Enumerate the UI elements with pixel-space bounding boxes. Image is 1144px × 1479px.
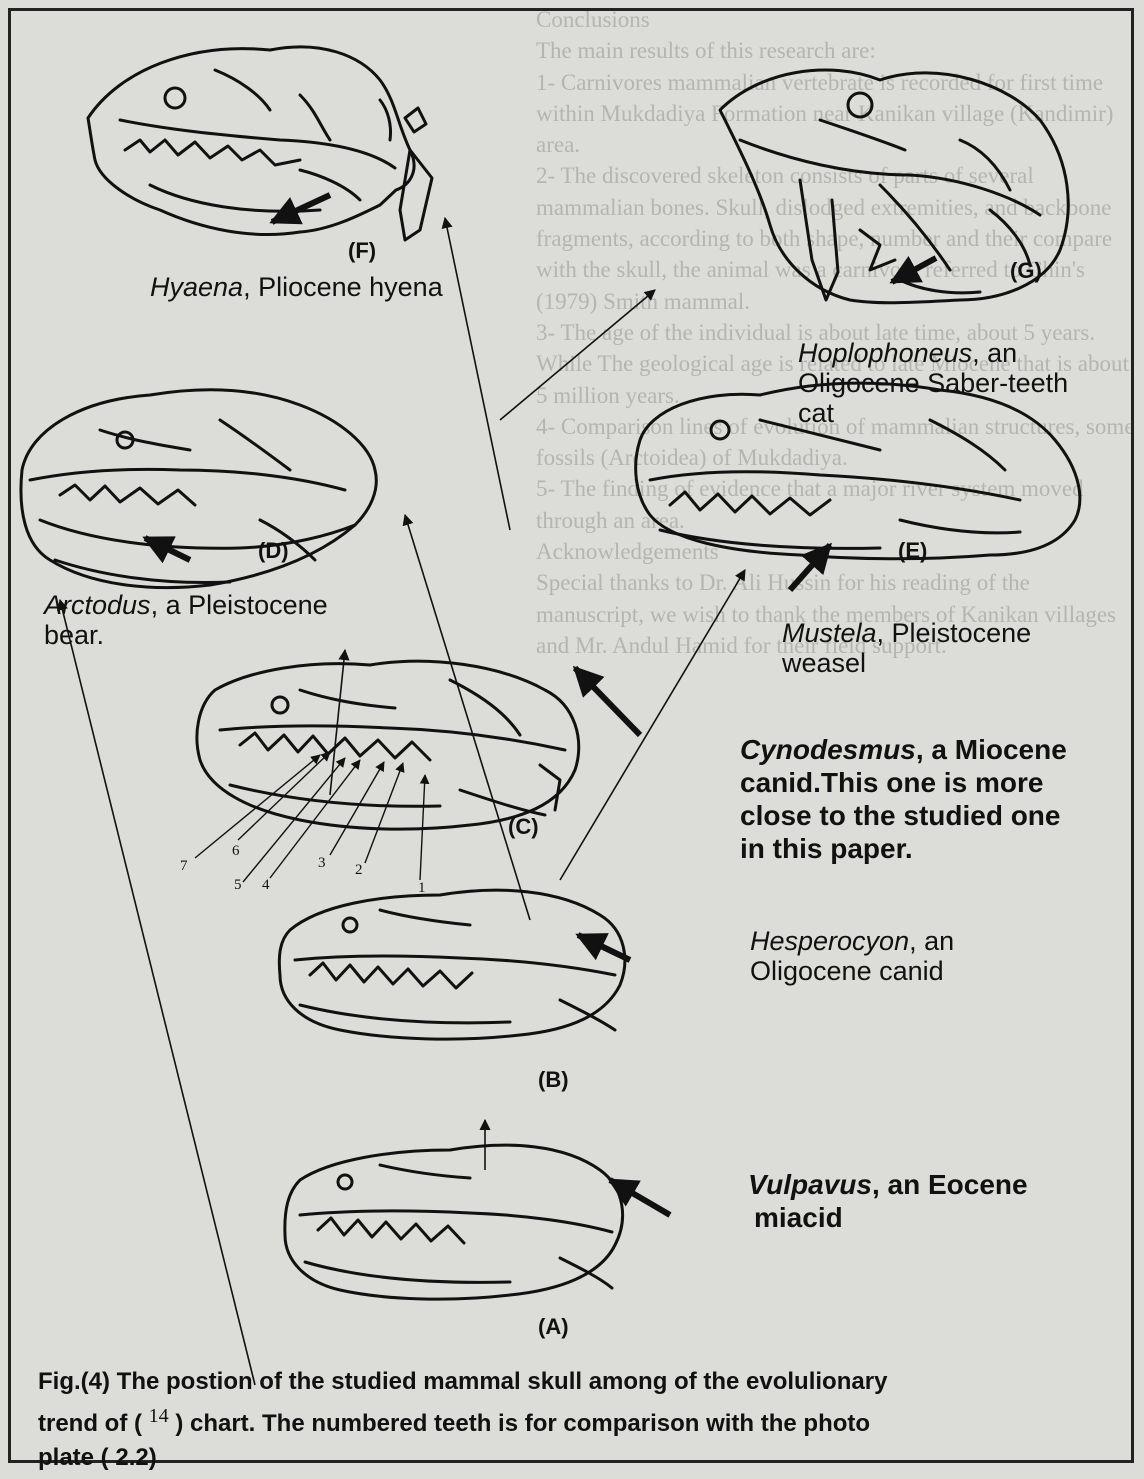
label-rest: , Pleistocene [877,618,1032,648]
label-hesperocyon: Hesperocyon, an Oligocene canid [750,926,954,986]
trend-line-a-to-d [60,600,255,1385]
label-rest: , a Miocene [916,734,1067,765]
tooth-number: 3 [318,855,326,872]
label-rest: , Pliocene hyena [243,272,443,302]
label-line: in this paper. [740,832,1067,865]
label-line: Oligocene Saber-teeth [798,368,1068,398]
label-rest: , an [972,338,1017,368]
label-hoplophoneus: Hoplophoneus, an Oligocene Saber-teeth c… [798,338,1068,428]
genus-name: Hesperocyon [750,926,909,956]
tooth-number: 5 [234,877,242,894]
trend-line-d-to-f [445,218,510,530]
label-line: miacid [748,1201,1028,1234]
caption-line: trend of ( 14 ) chart. The numbered teet… [38,1399,1128,1441]
label-cynodesmus: Cynodesmus, a Miocene canid.This one is … [740,733,1067,865]
label-hyaena: Hyaena, Pliocene hyena [150,272,443,302]
tooth-pointer-lines [195,752,425,882]
letter-c: (C) [508,814,539,840]
genus-name: Hyaena [150,272,243,302]
tooth-number: 2 [355,862,363,879]
tooth-number: 1 [418,880,426,897]
pointer-arrow-c [575,668,640,735]
trend-line-b-to-e [560,570,745,880]
tooth-line-4 [270,760,360,878]
skull-vulpavus-a [285,1145,623,1299]
tooth-line-3 [330,762,384,855]
tooth-line-2 [365,763,403,863]
skull-hesperocyon-b [279,890,625,1039]
label-line: weasel [782,648,1031,678]
caption-line: plate ( 2.2) [38,1441,1128,1475]
genus-name: Vulpavus [748,1169,872,1200]
caption-reference: 14 [149,1405,169,1427]
letter-g: (G) [1010,258,1042,284]
label-vulpavus: Vulpavus, an Eocene miacid [748,1168,1028,1234]
tooth-number: 6 [232,843,240,860]
label-line: Oligocene canid [750,956,954,986]
label-rest: , an [909,926,954,956]
label-line: canid.This one is more [740,766,1067,799]
skull-hyaena-f [88,47,432,240]
pointer-arrow-e [790,545,830,590]
caption-line: Fig.(4) The postion of the studied mamma… [38,1365,1128,1399]
label-line: cat [798,398,1068,428]
label-arctodus: Arctodus, a Pleistocene bear. [44,590,328,650]
genus-name: Arctodus [44,590,151,620]
tooth-line-7 [195,755,320,858]
genus-name: Mustela [782,618,877,648]
caption-text: ) chart. The numbered teeth is for compa… [169,1410,870,1437]
pointer-arrow-g [892,258,936,282]
figure-caption: Fig.(4) The postion of the studied mamma… [38,1365,1128,1475]
letter-a: (A) [538,1314,569,1340]
caption-text: trend of ( [38,1410,149,1437]
label-line: close to the studied one [740,799,1067,832]
tooth-line-6 [238,752,330,840]
letter-d: (D) [258,538,289,564]
trend-line-b-to-d [405,515,530,920]
letter-f: (F) [348,238,376,264]
pointer-arrow-d [145,538,190,560]
pointer-arrow-f [272,195,330,222]
genus-name: Hoplophoneus [798,338,972,368]
genus-name: Cynodesmus [740,734,916,765]
tooth-number: 4 [262,877,270,894]
trend-line-d-to-g [500,290,655,420]
label-rest: , an Eocene [872,1169,1028,1200]
letter-e: (E) [898,538,927,564]
label-rest: , a Pleistocene [151,590,328,620]
label-line: bear. [44,620,328,650]
skull-arctodus-d [21,390,376,588]
tooth-number: 7 [180,858,188,875]
label-mustela: Mustela, Pleistocene weasel [782,618,1031,678]
letter-b: (B) [538,1067,569,1093]
